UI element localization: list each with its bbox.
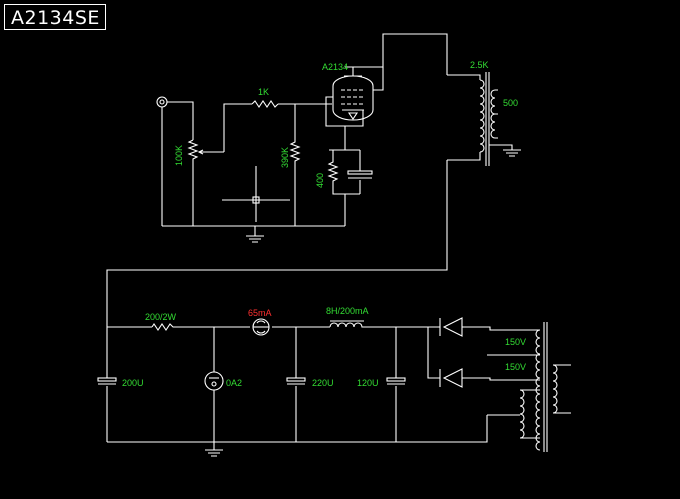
cathode-wire xyxy=(325,96,364,150)
power-transformer xyxy=(487,322,571,452)
output-secondary-label: 500 xyxy=(503,98,518,108)
output-primary-label: 2.5K xyxy=(470,60,489,70)
choke-symbol xyxy=(329,320,364,328)
volume-pot-label: 100K xyxy=(174,145,184,166)
cap-output-symbol xyxy=(386,327,406,442)
input-wire xyxy=(161,101,194,226)
cathode-resistor-label: 400 xyxy=(315,173,325,188)
tube-internals xyxy=(341,75,364,120)
choke-label: 8H/200mA xyxy=(326,306,369,316)
dropping-resistor-symbol xyxy=(151,323,175,331)
cap-mid-symbol xyxy=(286,327,306,442)
secondary-bottom-label: 150V xyxy=(505,362,526,372)
cathode-resistor-symbol xyxy=(327,149,360,226)
screen-wire xyxy=(373,67,384,91)
grid-stopper-symbol xyxy=(251,100,279,108)
dropping-resistor-label: 200/2W xyxy=(145,312,177,322)
grid-leak-label: 390K xyxy=(280,147,290,168)
cathode-bypass-cap xyxy=(347,150,373,194)
cap-input-label: 200U xyxy=(122,378,144,388)
current-regulator-symbol xyxy=(252,318,270,336)
regulator-tube-symbol xyxy=(204,327,224,450)
cursor-crosshair xyxy=(222,166,290,222)
tube-label: A2134 xyxy=(322,62,348,72)
grid-stopper-label: 1K xyxy=(258,87,269,97)
cap-input-symbol xyxy=(97,327,117,442)
ground-symbol-psu xyxy=(205,449,223,457)
tube-envelope xyxy=(332,75,374,121)
current-regulator-label: 65mA xyxy=(248,308,272,318)
plate-wire xyxy=(345,33,448,76)
grid-leak-symbol xyxy=(289,104,301,226)
b-plus-feed xyxy=(106,160,448,327)
title-box: A2134SE xyxy=(4,4,106,30)
secondary-top-label: 150V xyxy=(505,337,526,347)
schematic-title: A2134SE xyxy=(11,7,100,29)
pot-wiper-wire xyxy=(223,103,252,152)
rectifier-wire xyxy=(427,326,540,381)
input-jack[interactable] xyxy=(156,96,168,108)
input-ground-rail xyxy=(162,225,345,236)
cap-mid-label: 220U xyxy=(312,378,334,388)
volume-pot-symbol xyxy=(187,139,224,226)
regulator-tube-label: 0A2 xyxy=(226,378,242,388)
psu-bottom-rail xyxy=(107,415,488,443)
cap-output-label: 120U xyxy=(357,378,379,388)
ground-symbol-input xyxy=(246,235,264,243)
output-transformer xyxy=(447,72,521,166)
diode-top xyxy=(439,317,463,337)
diode-bottom xyxy=(439,368,463,388)
